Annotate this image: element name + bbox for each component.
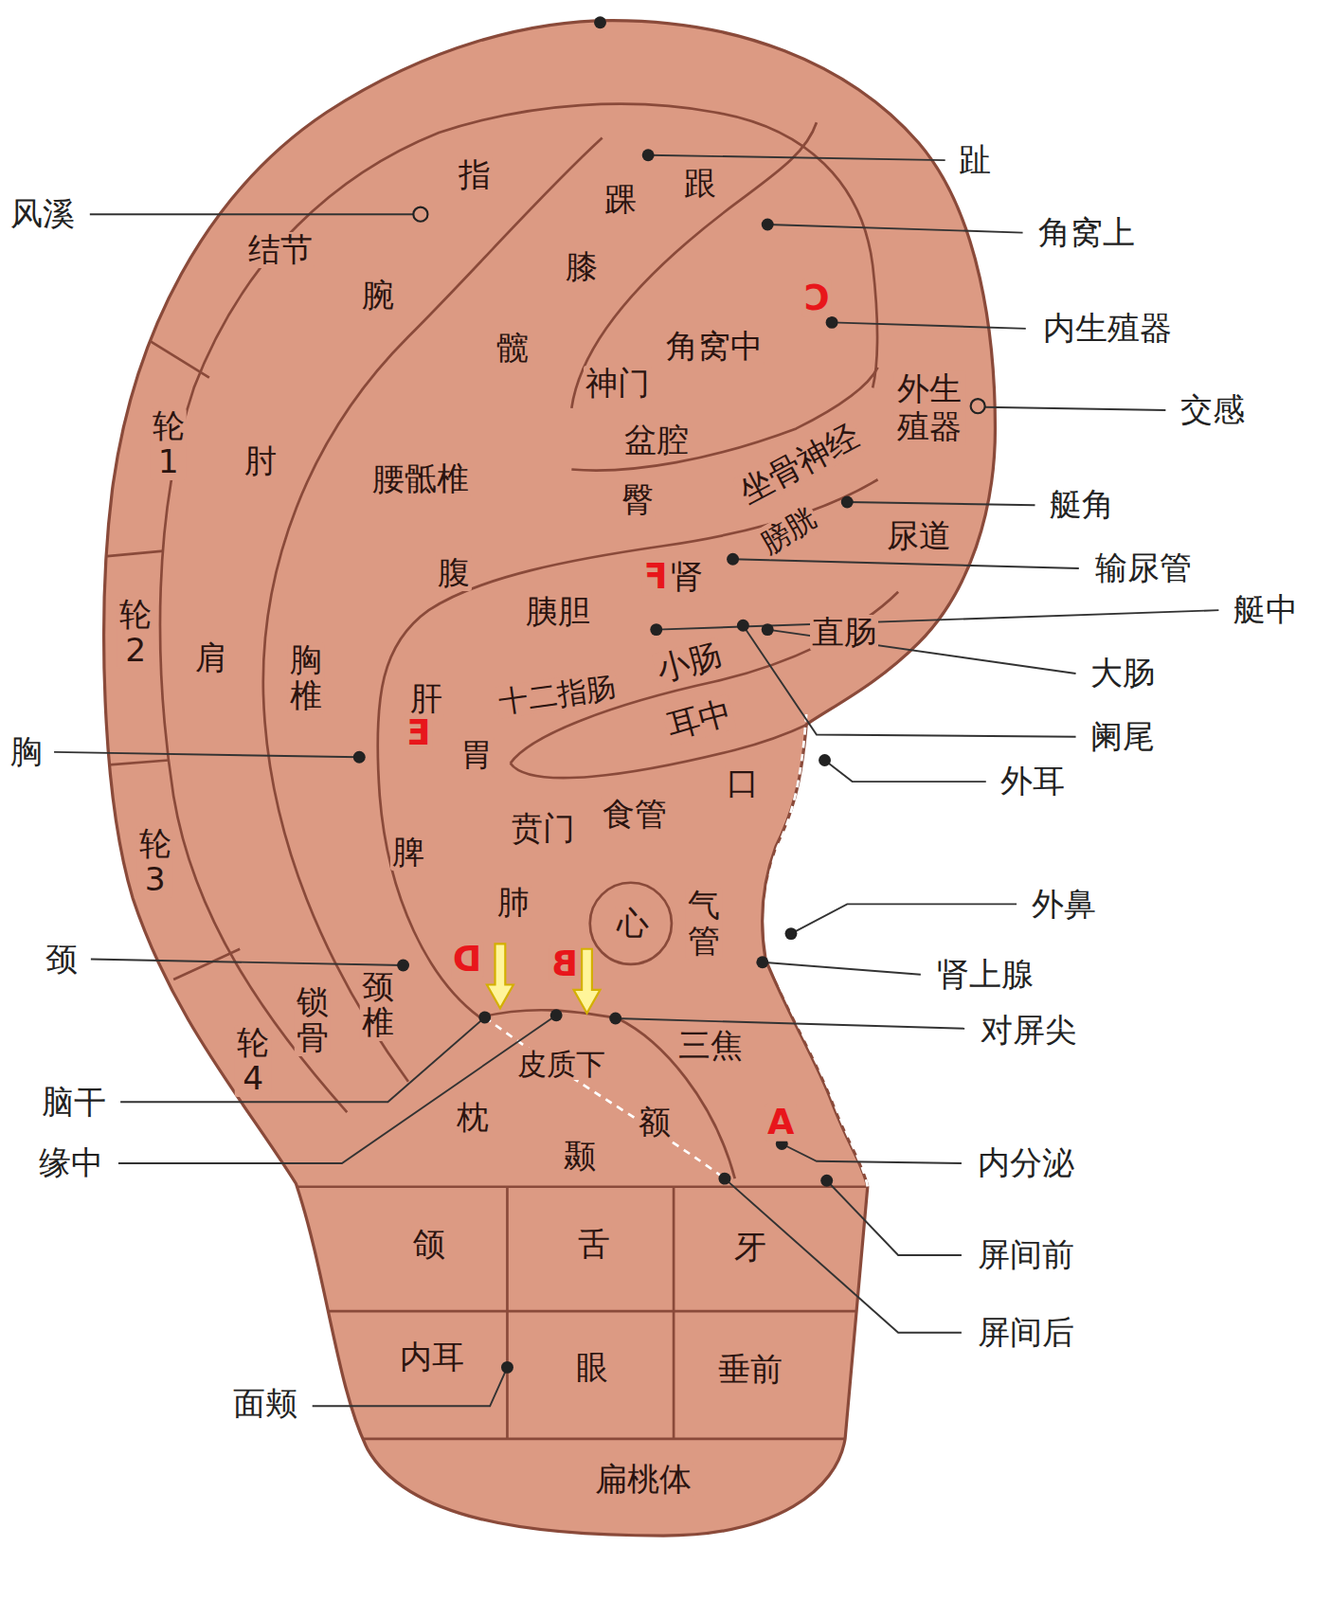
region-label: 腕 — [360, 277, 396, 314]
callout-label: 屏间前 — [975, 1237, 1077, 1274]
region-label: 腰骶椎 — [370, 461, 471, 498]
region-label: 小肠 — [651, 637, 727, 690]
callout-label: 缘中 — [36, 1145, 106, 1182]
region-label: 扁桃体 — [593, 1461, 694, 1498]
callout-label: 角窝上 — [1036, 215, 1137, 252]
callout-label: 外耳 — [998, 763, 1067, 800]
region-label: 臀 — [619, 482, 656, 519]
callout-label: 肾上腺 — [935, 956, 1036, 993]
callout-label: 颈 — [43, 941, 80, 978]
marker-letter: D — [450, 940, 484, 979]
callout-label: 内生殖器 — [1041, 310, 1174, 347]
region-label: 胸椎 — [288, 643, 324, 716]
marker-letter: F — [641, 558, 669, 596]
region-label: 舌 — [576, 1226, 612, 1263]
region-label: 额 — [636, 1104, 673, 1141]
marker-letter: C — [801, 278, 831, 317]
callout-label: 屏间后 — [975, 1314, 1077, 1351]
region-label: 耳中 — [661, 693, 737, 746]
callout-label: 输尿管 — [1093, 550, 1194, 587]
region-label: 锁骨 — [293, 984, 330, 1057]
callout-label: 外鼻 — [1029, 886, 1098, 923]
region-label: 轮1 — [150, 408, 187, 481]
region-label: 气管 — [685, 887, 722, 960]
region-label: 心 — [614, 905, 651, 942]
region-label: 贲门 — [508, 810, 577, 847]
region-label: 肝 — [408, 681, 445, 718]
region-label: 外生 殖器 — [893, 370, 966, 446]
callout-label: 艇角 — [1047, 486, 1116, 523]
hollow-point — [413, 207, 428, 222]
region-label: 结节 — [246, 232, 315, 269]
region-label: 内耳 — [397, 1339, 467, 1376]
callout-label: 对屏尖 — [978, 1012, 1080, 1049]
region-label: 胰胆 — [523, 594, 593, 630]
callout-label: 艇中 — [1231, 592, 1300, 629]
callout-label: 风溪 — [8, 196, 77, 233]
region-label: 牙 — [732, 1229, 769, 1266]
marker-letter: A — [765, 1103, 796, 1142]
region-label: 跟 — [682, 165, 719, 202]
region-label: 三焦 — [676, 1027, 745, 1064]
callout-label: 脑干 — [39, 1084, 108, 1121]
dashed-lines — [485, 714, 868, 1188]
callout-label: 面颊 — [231, 1386, 300, 1423]
region-label: 角窝中 — [664, 328, 765, 365]
region-label: 髋 — [494, 331, 531, 368]
callout-label: 交感 — [1178, 392, 1247, 429]
region-label: 垂前 — [716, 1351, 785, 1388]
leader-lines — [54, 155, 1219, 1407]
region-label: 食管 — [600, 796, 669, 833]
region-label: 膝 — [563, 249, 600, 286]
yellow-arrows — [486, 943, 601, 1013]
region-label: 皮质下 — [515, 1047, 608, 1080]
region-label: 胃 — [458, 737, 495, 774]
region-label: 腹 — [435, 556, 472, 593]
point-dots — [353, 16, 854, 1374]
region-label: 枕 — [454, 1099, 491, 1136]
ear-outline — [104, 20, 996, 1537]
region-label: 肩 — [193, 640, 230, 677]
hollow-point — [971, 398, 986, 414]
callout-label: 阑尾 — [1088, 719, 1157, 756]
callout-label: 胸 — [8, 734, 45, 771]
callout-label: 趾 — [956, 142, 993, 179]
region-label: 轮4 — [234, 1026, 271, 1098]
callout-label: 大肠 — [1088, 655, 1157, 692]
region-label: 眼 — [574, 1350, 611, 1386]
callout-label: 内分泌 — [975, 1145, 1077, 1182]
region-label: 指 — [456, 157, 493, 194]
region-lines — [102, 104, 919, 1440]
region-label: 肘 — [242, 443, 279, 480]
region-label: 轮3 — [137, 826, 174, 899]
marker-letter: E — [404, 713, 432, 752]
region-label: 肺 — [495, 885, 532, 922]
region-label: 肾 — [668, 558, 705, 595]
region-label: 盆腔 — [622, 422, 691, 459]
marker-letter: B — [549, 945, 580, 984]
region-label: 颈椎 — [359, 969, 396, 1042]
region-label: 神门 — [583, 365, 652, 402]
region-label: 口 — [724, 765, 761, 802]
region-label: 尿道 — [884, 518, 954, 555]
region-label: 坐骨神经 — [732, 417, 866, 512]
region-label: 十二指肠 — [494, 669, 620, 720]
region-label: 踝 — [602, 181, 639, 218]
region-label: 颌 — [411, 1226, 448, 1263]
region-label: 直肠 — [810, 614, 879, 651]
region-label: 轮2 — [117, 596, 154, 669]
region-label: 颞 — [561, 1138, 598, 1175]
region-label: 脾 — [390, 834, 427, 871]
region-label: 膀胱 — [753, 501, 824, 561]
